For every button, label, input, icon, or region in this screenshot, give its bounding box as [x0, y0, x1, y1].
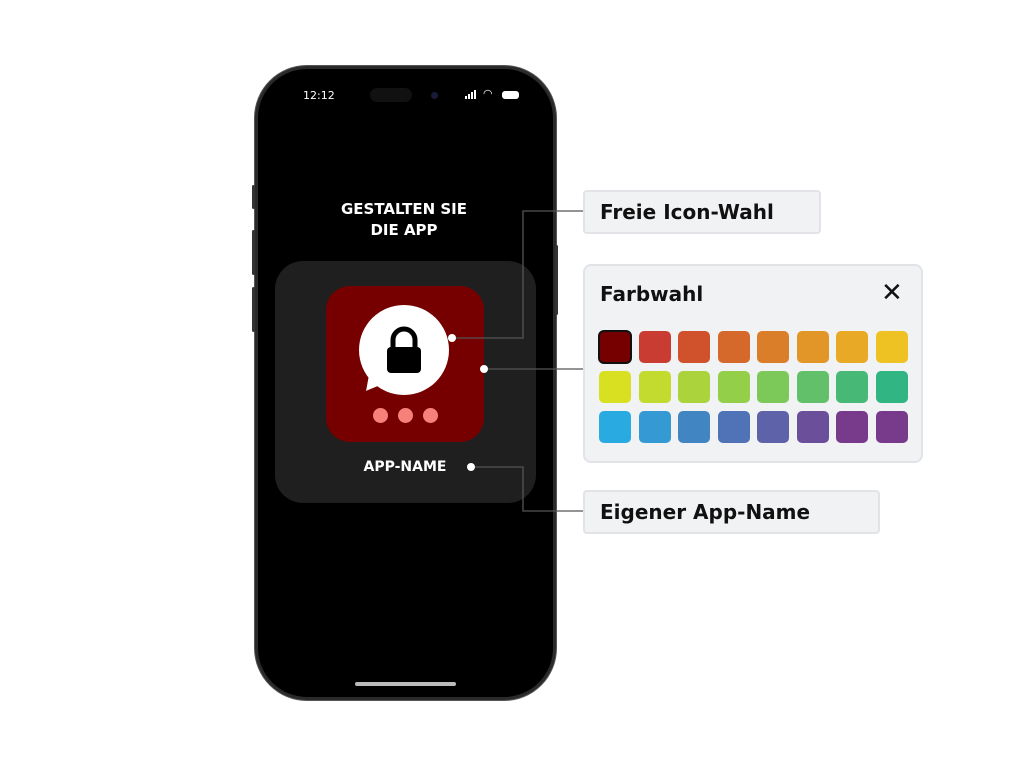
- color-picker-title: Farbwahl: [600, 282, 704, 306]
- color-swatch[interactable]: [875, 411, 908, 443]
- color-swatch[interactable]: [796, 371, 829, 403]
- color-swatch[interactable]: [717, 411, 750, 443]
- page-title: GESTALTEN SIE DIE APP: [304, 199, 504, 241]
- wifi-icon: ◠: [483, 87, 493, 100]
- color-swatch[interactable]: [599, 411, 631, 443]
- color-swatch[interactable]: [875, 371, 908, 403]
- color-swatch[interactable]: [638, 331, 671, 363]
- callout-app-name: Eigener App-Name: [583, 490, 880, 534]
- color-swatch[interactable]: [678, 371, 710, 403]
- power-button: [555, 245, 558, 315]
- color-swatch[interactable]: [836, 371, 868, 403]
- status-time: 12:12: [303, 89, 335, 102]
- color-swatch[interactable]: [875, 331, 908, 363]
- color-swatch[interactable]: [678, 411, 710, 443]
- color-swatch[interactable]: [717, 331, 750, 363]
- status-bar: 12:12 ◠: [303, 87, 523, 103]
- color-swatch[interactable]: [678, 331, 710, 363]
- title-line-2: DIE APP: [370, 221, 438, 239]
- title-line-1: GESTALTEN SIE: [341, 200, 467, 218]
- signal-icon: [465, 90, 476, 99]
- color-swatch[interactable]: [599, 371, 631, 403]
- lock-icon: [387, 326, 421, 373]
- color-swatch[interactable]: [796, 331, 829, 363]
- color-swatch[interactable]: [638, 411, 671, 443]
- color-swatch[interactable]: [757, 371, 789, 403]
- camera-icon: [431, 92, 438, 99]
- color-swatch[interactable]: [638, 371, 671, 403]
- color-swatch[interactable]: [757, 331, 789, 363]
- close-icon[interactable]: ✕: [881, 278, 903, 308]
- dynamic-island: [370, 88, 412, 102]
- color-swatch[interactable]: [796, 411, 829, 443]
- battery-icon: [502, 91, 519, 99]
- color-picker-panel: Farbwahl ✕: [583, 264, 923, 463]
- callout-icon-choice: Freie Icon-Wahl: [583, 190, 821, 234]
- mute-switch: [252, 185, 255, 209]
- color-swatch[interactable]: [717, 371, 750, 403]
- color-swatch[interactable]: [598, 330, 632, 364]
- volume-up-button: [252, 230, 255, 275]
- color-swatch-grid: [598, 330, 908, 443]
- color-swatch[interactable]: [836, 331, 868, 363]
- dots-icon: [373, 408, 438, 423]
- app-name-label[interactable]: APP-NAME: [363, 459, 447, 475]
- volume-down-button: [252, 287, 255, 332]
- home-indicator: [355, 682, 456, 686]
- color-swatch[interactable]: [757, 411, 789, 443]
- color-swatch[interactable]: [836, 411, 868, 443]
- speech-bubble-icon: [359, 305, 449, 395]
